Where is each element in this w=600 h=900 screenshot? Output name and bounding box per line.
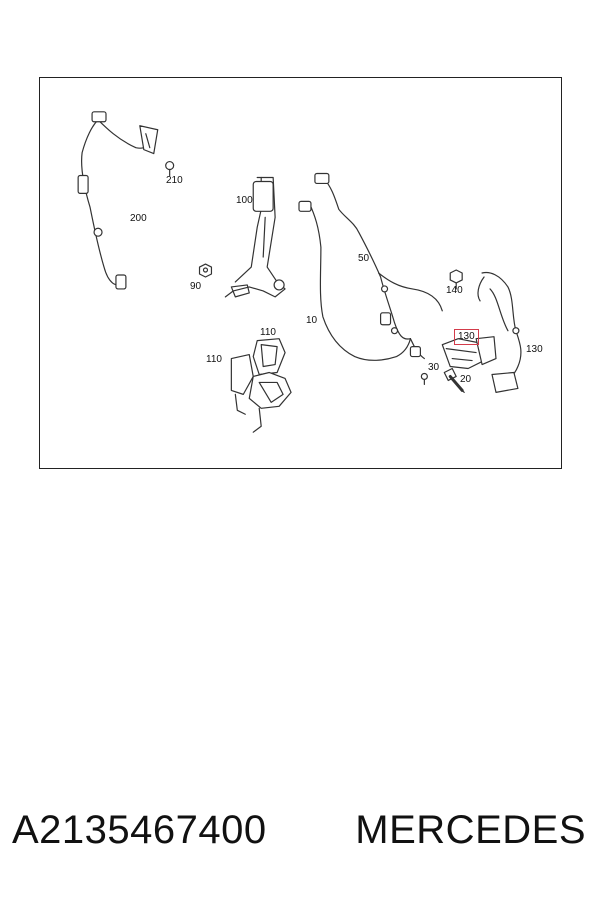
part-140-bolt [449,269,463,290]
callout-10: 10 [306,315,318,326]
callout-90: 90 [190,281,202,292]
part-50-10-cable [298,172,443,361]
part-200-sensor-cable [77,111,159,290]
callout-130-highlighted[interactable]: 130 [454,329,479,345]
callout-130-right: 130 [526,344,543,355]
part-30-bolt [420,372,428,386]
callout-110-top: 110 [260,327,276,338]
part-number: A2135467400 [12,808,267,852]
callout-210: 210 [166,175,183,186]
brand-name: MERCEDES [355,808,586,852]
callout-20: 20 [460,374,472,385]
part-130-speed-sensor [441,271,522,393]
callout-30: 30 [428,362,440,373]
callout-100: 100 [236,195,253,206]
callout-50: 50 [358,253,370,264]
callout-200: 200 [130,213,147,224]
part-110-caliper-assembly [230,338,292,433]
part-210-bolt [165,160,175,177]
callout-110-left: 110 [206,354,222,365]
callout-140: 140 [446,285,463,296]
diagram-drawing [77,111,522,433]
part-90-nut [198,263,213,278]
part-20-bolt [443,367,465,393]
part-caption: A2135467400 MERCEDES [0,800,600,870]
part-100-bracket [224,176,286,298]
parts-diagram: 210 200 100 90 50 10 140 110 110 130 130… [39,77,562,469]
